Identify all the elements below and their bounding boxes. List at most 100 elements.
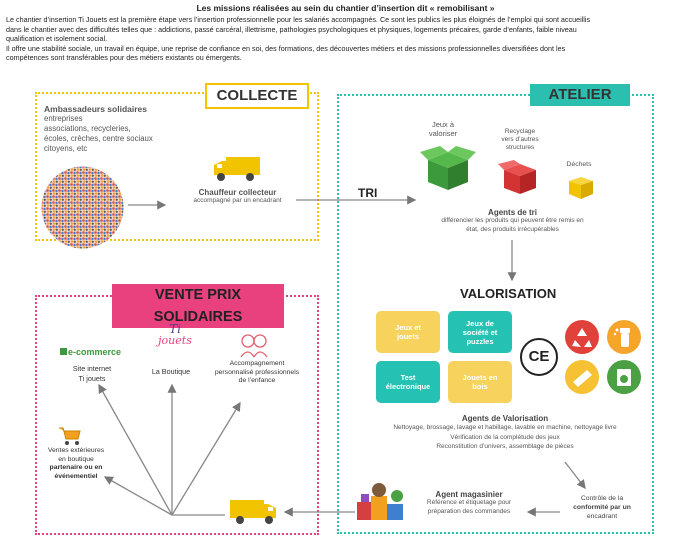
tri-label: TRI <box>358 186 378 200</box>
tile-line: bois <box>472 382 488 391</box>
shopping-cart-icon <box>59 427 81 445</box>
magasinier-line: préparation des commandes <box>427 507 511 515</box>
agents-valo-line: Vérification de la complétude des jeux <box>450 433 560 441</box>
page-title: Les missions réalisées au sein du chanti… <box>196 3 495 13</box>
agents-tri-line: état, des produits irrécupérables <box>466 225 559 233</box>
ecommerce-logo: e-commerce <box>60 347 121 357</box>
tile-line: puzzles <box>466 336 494 346</box>
atelier-tag: ATELIER <box>530 84 630 106</box>
agents-valo-line: Nettoyage, brossage, lavage et habillage… <box>393 424 617 431</box>
recycle-icon <box>565 320 599 354</box>
accomp-line: personnalisé professionnels <box>214 368 300 376</box>
recyclage-line: vers d’autres <box>501 136 539 143</box>
jeux-valoriser-line: valoriser <box>428 129 458 138</box>
intro-line: Il offre une stabilité sociale, un trava… <box>6 43 566 53</box>
recyclage-label: Recyclage vers d’autres structures <box>492 128 548 152</box>
tile-line: Test <box>400 373 416 382</box>
ventes-line: Ventes extérieures <box>47 447 105 454</box>
valorisation-title: VALORISATION <box>460 286 557 301</box>
ventes-ext-block: Ventes extérieures en boutique partenair… <box>40 447 112 481</box>
controle-block: Contrôle de la conformité par un encadra… <box>562 494 642 521</box>
agents-valo-block: Agents de Valorisation Nettoyage, brossa… <box>360 414 650 452</box>
washing-machine-icon <box>607 360 641 394</box>
arrow-valo-controle <box>564 461 586 490</box>
collecte-truck-icon <box>214 157 260 181</box>
tile-line: Jeux et <box>395 323 421 332</box>
tile-line: jouets <box>396 332 420 341</box>
magasinier-block: Agent magasinier Référence et étiquetage… <box>414 490 524 516</box>
ambassadeurs-title: Ambassadeurs solidaires <box>44 104 147 114</box>
dechets-label: Déchets <box>566 161 592 168</box>
children-icon <box>240 334 268 358</box>
site-line: Ti jouets <box>78 373 106 383</box>
intro-line: qualification et isolement social. <box>6 34 108 44</box>
magasinier-title: Agent magasinier <box>435 490 503 499</box>
toys-pile-icon <box>357 483 403 520</box>
ti-jouets-logo: Ti jouets <box>150 323 200 347</box>
collecte-box <box>35 92 319 241</box>
tile-line: électronique <box>385 382 431 391</box>
arrow-to-accompagnement <box>171 401 241 516</box>
ce-mark: CE <box>520 338 558 376</box>
ambassadeurs-line: citoyens, etc <box>44 144 88 153</box>
controle-line: encadrant <box>586 513 618 520</box>
agents-tri-title: Agents de tri <box>488 208 537 217</box>
intro-paragraph: Le chantier d’insertion Ti Jouets est la… <box>6 15 686 63</box>
recyclage-line: Recyclage <box>504 128 536 135</box>
agents-valo-line: Reconstitution d’univers, assemblage de … <box>436 443 574 450</box>
controle-line: Contrôle de la <box>580 495 624 502</box>
tile-line: société et <box>462 327 498 337</box>
ambassadeurs-block: Ambassadeurs solidaires entreprises asso… <box>44 104 194 154</box>
accomp-line: de l’enfance <box>238 377 276 384</box>
intro-line: compétences sont transférables pour des … <box>6 53 242 63</box>
intro-line: Le chantier d’insertion Ti Jouets est la… <box>6 15 591 24</box>
atelier-box <box>337 94 654 534</box>
collecte-tag: COLLECTE <box>205 83 309 109</box>
magasinier-line: Référence et étiquetage pour <box>426 499 512 506</box>
agents-tri-block: Agents de tri différencier les produits … <box>420 208 605 234</box>
ventes-line: en boutique <box>58 455 94 463</box>
chauffeur-sub: accompagné par un encadrant <box>193 197 282 204</box>
accompagnement-block: Accompagnement personnalisé professionne… <box>212 360 302 386</box>
agents-valo-title: Agents de Valorisation <box>461 414 549 423</box>
tile-line: Jeux de <box>466 318 494 328</box>
boutique-label: La Boutique <box>151 367 191 376</box>
logo-line: Ti <box>169 322 181 336</box>
vente-tag: VENTE PRIX SOLIDAIRES <box>112 284 284 328</box>
cleaning-spray-icon <box>607 320 641 354</box>
ventes-line: événementiel <box>54 472 98 480</box>
cart-icon <box>60 348 67 355</box>
ventes-line: partenaire ou en <box>49 464 103 471</box>
sponge-icon <box>565 360 599 394</box>
vente-truck-icon <box>230 500 276 524</box>
chauffeur-block: Chauffeur collecteur accompagné par un e… <box>180 188 295 204</box>
arrow-to-site <box>98 383 173 516</box>
green-box-icon <box>420 146 476 190</box>
ambassadeurs-line: écoles, crèches, centre sociaux <box>44 134 153 143</box>
ambassadeurs-line: entreprises <box>44 114 83 123</box>
yellow-box-icon <box>569 177 593 199</box>
agents-tri-line: différencier les produits qui peuvent êt… <box>441 217 584 224</box>
accomp-line: Accompagnement <box>229 360 285 367</box>
arrow-to-ventes <box>103 476 173 516</box>
chauffeur-title: Chauffeur collecteur <box>198 188 277 197</box>
red-box-icon <box>498 160 536 194</box>
crowd-illustration <box>41 166 124 249</box>
ecommerce-logo-text: e-commerce <box>68 347 122 357</box>
ce-mark-text: CE <box>528 348 550 365</box>
site-line: Site internet <box>72 364 112 373</box>
controle-line: conformité par un <box>573 504 631 511</box>
ambassadeurs-line: associations, recycleries, <box>44 124 131 133</box>
logo-line: jouets <box>158 334 192 347</box>
jeux-valoriser-line: Jeux à <box>431 120 455 129</box>
jeux-valoriser-label: Jeux à valoriser <box>418 120 468 138</box>
tile-line: Jouets en <box>462 373 498 382</box>
site-block: Site internet Ti jouets <box>62 364 122 383</box>
intro-line: dans le chantier avec des difficultés te… <box>6 24 577 34</box>
recyclage-line: structures <box>505 144 535 151</box>
